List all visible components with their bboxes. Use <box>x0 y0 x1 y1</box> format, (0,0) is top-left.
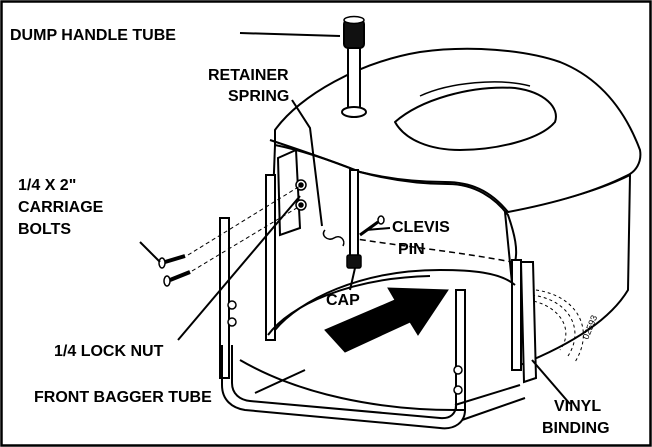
right-rear-post <box>511 259 522 371</box>
vinyl-binding-strip <box>519 261 538 384</box>
bag-top-crease <box>419 81 531 97</box>
handle-shaft <box>347 44 361 111</box>
bag-top-panel <box>394 86 557 151</box>
carriage-bolt-upper-icon <box>158 254 186 269</box>
frame-bolt-1 <box>227 300 237 310</box>
bolt-path-upper <box>187 185 301 256</box>
frame-bolt-3 <box>453 365 463 375</box>
center-support-tube <box>349 169 359 261</box>
bagger-bag <box>269 47 642 366</box>
label-carriage-bolts-line3: BOLTS <box>18 221 71 238</box>
label-cap: CAP <box>326 292 360 309</box>
clevis-pin-head <box>377 215 385 225</box>
carriage-bolt-lower-icon <box>163 270 191 287</box>
frame-bolt-2 <box>227 317 237 327</box>
label-vinyl-binding-line2: BINDING <box>542 420 610 437</box>
leader-dump-handle <box>239 32 341 37</box>
labels: DUMP HANDLE TUBE RETAINER SPRING 1/4 X 2… <box>10 27 610 437</box>
hardware <box>158 179 463 395</box>
handle-grip-top <box>343 15 365 25</box>
bagger-frame <box>219 148 538 411</box>
dump-handle-tube <box>341 15 367 118</box>
leader-lines <box>139 32 571 405</box>
leader-carriage-bolts <box>139 241 161 263</box>
bag-dashed-edge <box>349 237 513 263</box>
retainer-spring-icon <box>322 229 345 247</box>
left-bracket-plate <box>276 148 302 237</box>
label-retainer-spring-line1: RETAINER <box>208 67 289 84</box>
handle-collar <box>341 106 367 118</box>
leader-cap <box>349 267 356 291</box>
front-left-post <box>219 217 230 379</box>
clevis-pin-icon <box>359 220 379 237</box>
label-carriage-bolts-line2: CARRIAGE <box>18 199 104 216</box>
leader-front-bagger-tube <box>254 369 306 394</box>
label-vinyl-binding-line1: VINYL <box>554 398 601 415</box>
label-lock-nut: 1/4 LOCK NUT <box>54 343 164 360</box>
leader-retainer-spring <box>291 99 323 227</box>
label-clevis-pin-line2: PIN <box>398 241 425 258</box>
direction-arrow-icon <box>324 287 449 353</box>
frame-bolt-4 <box>453 385 463 395</box>
leader-vinyl-binding <box>531 359 571 405</box>
mid-right-post <box>455 289 466 411</box>
leader-clevis-pin <box>365 227 391 231</box>
vinyl-dotted-3 <box>535 289 584 363</box>
front-bagger-tube <box>221 268 526 430</box>
label-dump-handle-tube: DUMP HANDLE TUBE <box>10 27 176 44</box>
cap-icon <box>346 254 362 269</box>
label-clevis-pin-line1: CLEVIS <box>392 219 450 236</box>
leader-lock-nut <box>177 195 301 341</box>
label-carriage-bolts-line1: 1/4 X 2" <box>18 177 76 194</box>
label-retainer-spring-line2: SPRING <box>228 88 289 105</box>
bag-front-lip <box>269 139 518 263</box>
rear-left-post <box>265 174 276 341</box>
label-front-bagger-tube: FRONT BAGGER TUBE <box>34 389 212 406</box>
